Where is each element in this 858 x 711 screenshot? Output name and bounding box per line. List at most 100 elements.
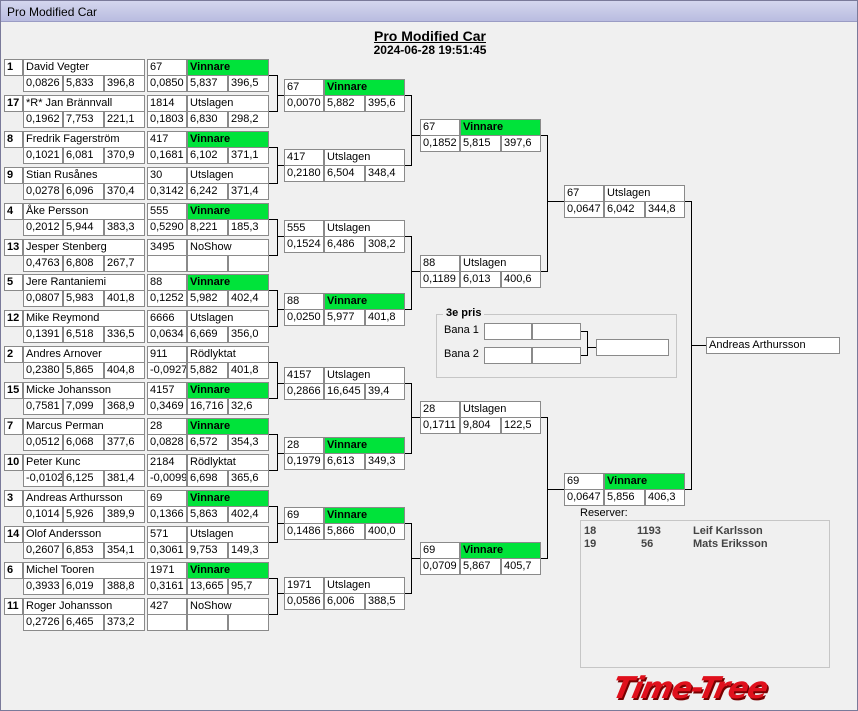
speed[interactable]: 221,1 xyxy=(104,111,145,128)
elapsed-time[interactable]: 9,753 xyxy=(187,542,228,559)
elapsed-time[interactable]: 6,518 xyxy=(63,326,104,343)
reaction-time[interactable]: 0,0850 xyxy=(147,75,187,92)
result-status[interactable]: Utslagen xyxy=(324,220,405,237)
reaction-time[interactable]: 0,3161 xyxy=(147,578,187,595)
lane-number[interactable]: 88 xyxy=(147,274,187,291)
speed[interactable]: 348,4 xyxy=(365,165,405,182)
speed[interactable]: 298,2 xyxy=(228,111,269,128)
third-lane2-a[interactable] xyxy=(484,347,532,364)
elapsed-time[interactable]: 6,081 xyxy=(63,147,104,164)
driver-name[interactable]: Micke Johansson xyxy=(23,382,145,399)
elapsed-time[interactable]: 6,125 xyxy=(63,470,104,487)
seed-number[interactable]: 13 xyxy=(4,239,23,256)
result-status[interactable]: Vinnare xyxy=(460,119,541,136)
seed-number[interactable]: 4 xyxy=(4,203,23,220)
elapsed-time[interactable]: 6,830 xyxy=(187,111,228,128)
reaction-time[interactable]: 0,1189 xyxy=(420,271,460,288)
elapsed-time[interactable]: 5,866 xyxy=(324,523,365,540)
reaction-time[interactable]: 0,1252 xyxy=(147,290,187,307)
seed-number[interactable]: 11 xyxy=(4,598,23,615)
reaction-time[interactable]: 0,1681 xyxy=(147,147,187,164)
speed[interactable]: 336,5 xyxy=(104,326,145,343)
reaction-time[interactable]: 0,1524 xyxy=(284,236,324,253)
speed[interactable]: 388,8 xyxy=(104,578,145,595)
speed[interactable]: 396,5 xyxy=(228,75,269,92)
elapsed-time[interactable]: 13,665 xyxy=(187,578,228,595)
elapsed-time[interactable]: 5,882 xyxy=(187,362,228,379)
elapsed-time[interactable]: 6,669 xyxy=(187,326,228,343)
lane-number[interactable]: 28 xyxy=(284,437,324,454)
reaction-time[interactable]: 0,0709 xyxy=(420,558,460,575)
elapsed-time[interactable] xyxy=(187,255,228,272)
lane-number[interactable]: 6666 xyxy=(147,310,187,327)
seed-number[interactable]: 2 xyxy=(4,346,23,363)
elapsed-time[interactable]: 7,753 xyxy=(63,111,104,128)
seed-number[interactable]: 17 xyxy=(4,95,23,112)
seed-number[interactable]: 9 xyxy=(4,167,23,184)
driver-name[interactable]: Fredrik Fagerström xyxy=(23,131,145,148)
driver-name[interactable]: Stian Rusånes xyxy=(23,167,145,184)
reaction-time[interactable]: 0,1366 xyxy=(147,506,187,523)
third-lane1-b[interactable] xyxy=(532,323,581,340)
elapsed-time[interactable]: 6,102 xyxy=(187,147,228,164)
seed-number[interactable]: 12 xyxy=(4,310,23,327)
result-status[interactable]: Vinnare xyxy=(187,418,269,435)
reaction-time[interactable]: 0,3469 xyxy=(147,398,187,415)
elapsed-time[interactable]: 5,863 xyxy=(187,506,228,523)
seed-number[interactable]: 3 xyxy=(4,490,23,507)
reaction-time[interactable]: 0,0647 xyxy=(564,489,604,506)
result-status[interactable]: NoShow xyxy=(187,598,269,615)
lane-number[interactable]: 88 xyxy=(284,293,324,310)
result-status[interactable]: Vinnare xyxy=(187,59,269,76)
elapsed-time[interactable]: 6,465 xyxy=(63,614,104,631)
result-status[interactable]: Utslagen xyxy=(187,310,269,327)
reaction-time[interactable]: 0,7581 xyxy=(23,398,63,415)
speed[interactable]: 267,7 xyxy=(104,255,145,272)
result-status[interactable]: Vinnare xyxy=(324,507,405,524)
elapsed-time[interactable]: 5,983 xyxy=(63,290,104,307)
reaction-time[interactable]: 0,0278 xyxy=(23,183,63,200)
driver-name[interactable]: Andreas Arthursson xyxy=(23,490,145,507)
speed[interactable]: 344,8 xyxy=(645,201,685,218)
speed[interactable]: 32,6 xyxy=(228,398,269,415)
reaction-time[interactable]: 0,2180 xyxy=(284,165,324,182)
speed[interactable]: 354,3 xyxy=(228,434,269,451)
reaction-time[interactable]: -0,0102 xyxy=(23,470,63,487)
champion-name[interactable]: Andreas Arthursson xyxy=(706,337,840,354)
lane-number[interactable]: 69 xyxy=(564,473,604,490)
reaction-time[interactable]: 0,1014 xyxy=(23,506,63,523)
reaction-time[interactable]: 0,2012 xyxy=(23,219,63,236)
result-status[interactable]: Vinnare xyxy=(604,473,685,490)
reaction-time[interactable]: 0,1021 xyxy=(23,147,63,164)
reaction-time[interactable]: 0,1803 xyxy=(147,111,187,128)
speed[interactable]: 400,0 xyxy=(365,523,405,540)
reaction-time[interactable]: 0,0586 xyxy=(284,593,324,610)
speed[interactable]: 122,5 xyxy=(501,417,541,434)
lane-number[interactable]: 67 xyxy=(284,79,324,96)
lane-number[interactable]: 417 xyxy=(147,131,187,148)
speed[interactable]: 395,6 xyxy=(365,95,405,112)
speed[interactable]: 370,4 xyxy=(104,183,145,200)
lane-number[interactable]: 555 xyxy=(147,203,187,220)
third-winner[interactable] xyxy=(596,339,669,356)
elapsed-time[interactable]: 16,645 xyxy=(324,383,365,400)
elapsed-time[interactable]: 5,833 xyxy=(63,75,104,92)
speed[interactable]: 371,1 xyxy=(228,147,269,164)
lane-number[interactable]: 417 xyxy=(284,149,324,166)
elapsed-time[interactable]: 5,882 xyxy=(324,95,365,112)
speed[interactable]: 406,3 xyxy=(645,489,685,506)
reaction-time[interactable]: 0,0070 xyxy=(284,95,324,112)
speed[interactable]: 383,3 xyxy=(104,219,145,236)
seed-number[interactable]: 5 xyxy=(4,274,23,291)
lane-number[interactable]: 571 xyxy=(147,526,187,543)
reaction-time[interactable]: 0,1852 xyxy=(420,135,460,152)
speed[interactable]: 370,9 xyxy=(104,147,145,164)
elapsed-time[interactable]: 6,486 xyxy=(324,236,365,253)
seed-number[interactable]: 8 xyxy=(4,131,23,148)
reaction-time[interactable]: 0,0826 xyxy=(23,75,63,92)
result-status[interactable]: Vinnare xyxy=(324,79,405,96)
seed-number[interactable]: 14 xyxy=(4,526,23,543)
result-status[interactable]: Vinnare xyxy=(187,203,269,220)
lane-number[interactable]: 67 xyxy=(420,119,460,136)
result-status[interactable]: Rödlyktat xyxy=(187,454,269,471)
